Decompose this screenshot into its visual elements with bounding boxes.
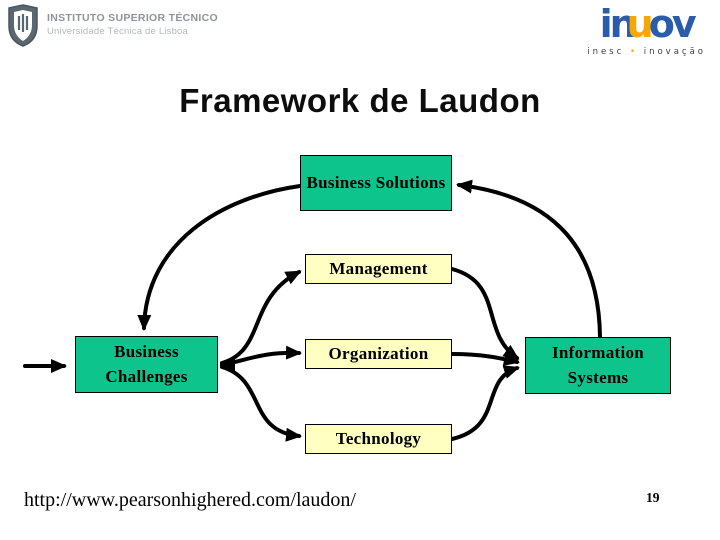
edge-business-challenges-to-organization — [220, 345, 302, 367]
node-organization: Organization — [305, 339, 452, 369]
edge-information-systems-to-business-solutions — [456, 179, 602, 339]
ist-subname: Universidade Técnica de Lisboa — [47, 26, 189, 37]
node-information-systems: Information Systems — [525, 337, 671, 394]
edge-organization-to-information-systems — [450, 352, 520, 366]
edge-business-challenges-to-technology — [220, 365, 302, 442]
inov-wordmark: inuov — [587, 2, 706, 46]
node-label: Business Solutions — [306, 172, 446, 192]
ist-logo: INSTITUTO SUPERIOR TÉCNICO Universidade … — [8, 4, 218, 47]
arrowhead-into-business-challenges-icon — [220, 357, 235, 373]
node-technology: Technology — [305, 424, 452, 454]
node-label: Organization — [328, 343, 429, 363]
inov-part-in: in — [599, 2, 637, 46]
inov-tagline-dot-icon: • — [630, 47, 639, 57]
inov-logo: inuov inesc • inovação — [587, 2, 706, 57]
inov-part-u: u — [626, 2, 654, 46]
footer-url: http://www.pearsonhighered.com/laudon/ — [24, 489, 356, 511]
page-number: 19 — [646, 490, 660, 505]
node-label: Information Systems — [551, 342, 645, 387]
ist-name: INSTITUTO SUPERIOR TÉCNICO — [47, 12, 218, 24]
node-business-solutions: Business Solutions — [300, 155, 452, 211]
node-label: Technology — [335, 428, 422, 448]
node-label: Business Challenges — [105, 341, 188, 386]
inov-tagline-inesc: inesc — [587, 47, 625, 57]
node-label: Management — [329, 258, 428, 278]
page-title: Framework de Laudon — [179, 82, 541, 120]
inov-tagline: inesc • inovação — [587, 47, 706, 57]
edge-business-challenges-to-management — [220, 270, 302, 365]
node-business-challenges: Business Challenges — [75, 336, 218, 393]
inov-part-ov: ov — [648, 2, 697, 46]
edge-business-solutions-to-business-challenges — [137, 184, 302, 331]
edge-management-to-information-systems — [450, 267, 520, 360]
ist-shield-icon — [8, 4, 38, 47]
edge-technology-to-information-systems — [450, 365, 520, 441]
inov-tagline-inovacao: inovação — [643, 47, 706, 57]
node-management: Management — [305, 254, 452, 284]
ist-logo-text: INSTITUTO SUPERIOR TÉCNICO Universidade … — [47, 12, 218, 37]
